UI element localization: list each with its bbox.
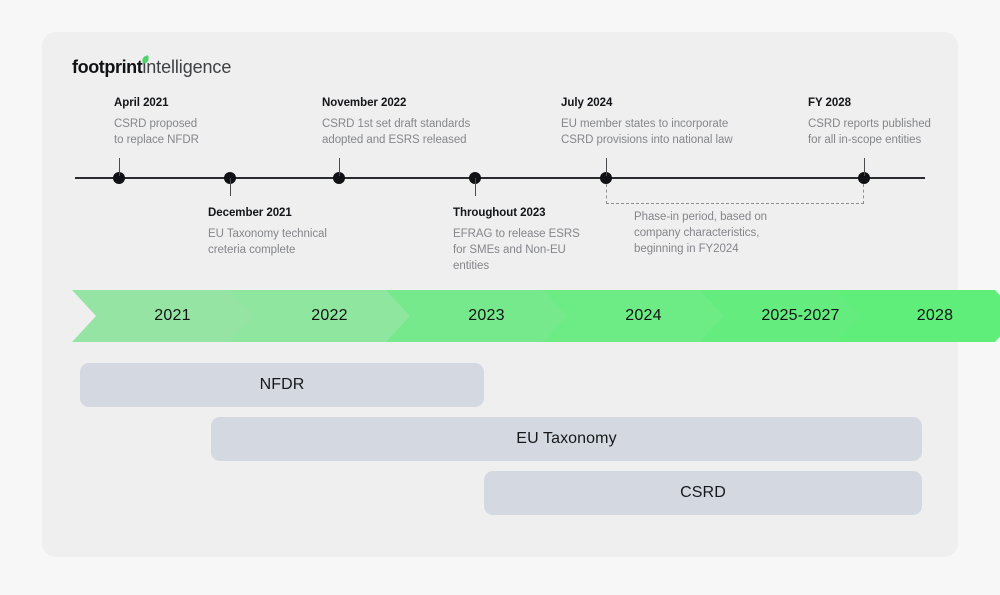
year-label: 2028 [916, 307, 954, 324]
brand-name-bold: footprint [72, 57, 143, 77]
year-label: 2022 [311, 307, 348, 324]
timeline: April 2021 CSRD proposed to replace NFDR… [42, 32, 958, 292]
regulation-bar-csrd[interactable]: CSRD [484, 471, 922, 515]
timeline-dot [858, 172, 870, 184]
timeline-label-throughout-2023: Throughout 2023 EFRAG to release ESRS fo… [453, 207, 653, 274]
regulation-label: NFDR [259, 376, 305, 393]
phase-in-bracket [606, 184, 864, 204]
year-label: 2024 [625, 307, 662, 324]
year-chevron-2022[interactable]: 2022 [229, 290, 416, 342]
timeline-dot [600, 172, 612, 184]
brand-logo: footprintintelligence [72, 55, 232, 77]
year-label: 2021 [154, 307, 191, 324]
timeline-label-december-2021: December 2021 EU Taxonomy technical cret… [208, 207, 408, 259]
event-date: April 2021 [114, 97, 169, 110]
timeline-dot [333, 172, 345, 184]
timeline-stem [229, 178, 231, 196]
regulation-bar-nfdr[interactable]: NFDR [80, 363, 484, 407]
event-description: CSRD 1st set draft standards adopted and… [322, 118, 471, 147]
brand-name-light: intelligence [142, 57, 232, 77]
year-chevron-band: 2021 2022 2023 2024 2025-2027 2028 [72, 290, 932, 342]
timeline-stem [118, 158, 120, 176]
year-chevron-2021[interactable]: 2021 [72, 290, 259, 342]
event-date: July 2024 [561, 97, 613, 110]
year-label: 2023 [468, 307, 505, 324]
phase-in-note: Phase-in period, based on company charac… [634, 211, 768, 255]
event-date: November 2022 [322, 97, 407, 110]
event-description: CSRD proposed to replace NFDR [114, 118, 199, 147]
event-description: CSRD reports published for all in-scope … [808, 118, 931, 147]
regulation-label: CSRD [680, 484, 726, 501]
timeline-label-april-2021: April 2021 CSRD proposed to replace NFDR [114, 97, 314, 149]
timeline-label-november-2022: November 2022 CSRD 1st set draft standar… [322, 97, 542, 149]
timeline-stem [605, 158, 607, 176]
timeline-label-july-2024: July 2024 EU member states to incorporat… [561, 97, 796, 149]
timeline-stem [338, 158, 340, 176]
timeline-stem [863, 158, 865, 176]
year-chevron-2028[interactable]: 2028 [837, 290, 1000, 342]
timeline-label-fy-2028: FY 2028 CSRD reports published for all i… [808, 97, 1000, 149]
timeline-dot [113, 172, 125, 184]
event-description: EU member states to incorporate CSRD pro… [561, 118, 733, 147]
timeline-stem [474, 178, 476, 196]
event-description: EU Taxonomy technical creteria complete [208, 227, 327, 256]
event-description: EFRAG to release ESRS for SMEs and Non-E… [453, 227, 580, 272]
event-date: Throughout 2023 [453, 207, 546, 219]
year-chevron-2024[interactable]: 2024 [543, 290, 730, 342]
year-chevron-2023[interactable]: 2023 [386, 290, 573, 342]
timeline-card: footprintintelligence April 2021 CSRD pr… [42, 32, 958, 557]
timeline-axis [75, 177, 925, 179]
event-date: FY 2028 [808, 97, 851, 110]
regulation-bar-eu-taxonomy[interactable]: EU Taxonomy [211, 417, 922, 461]
year-label: 2025-2027 [761, 307, 840, 324]
event-date: December 2021 [208, 207, 292, 219]
regulation-label: EU Taxonomy [516, 430, 617, 447]
